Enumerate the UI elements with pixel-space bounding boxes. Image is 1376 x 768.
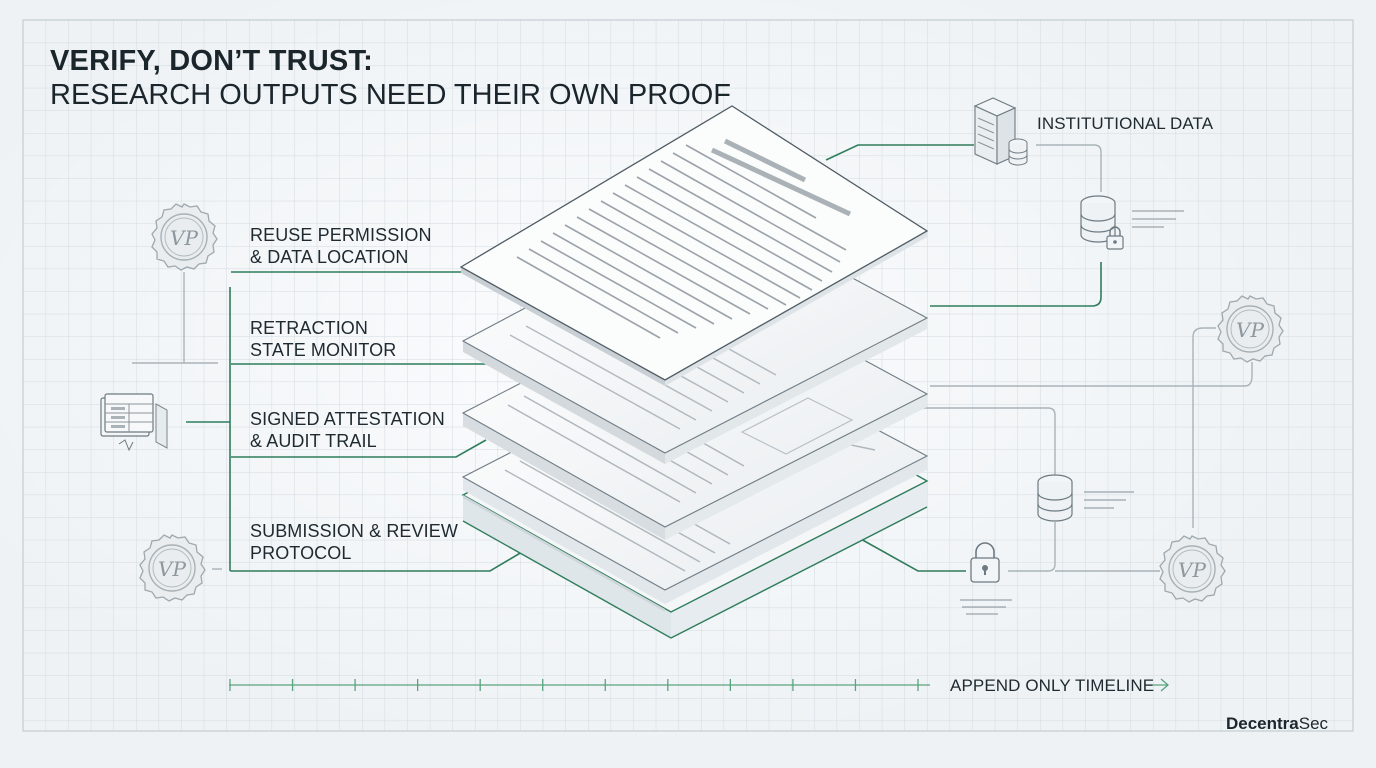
label-line: RETRACTION (250, 318, 368, 338)
timeline-label: APPEND ONLY TIMELINE (950, 676, 1155, 695)
timeline-ticks (229, 679, 919, 691)
server-icon (973, 97, 1028, 166)
title-line-2: RESEARCH OUTPUTS NEED THEIR OWN PROOF (50, 79, 732, 111)
data-lines-decoration (1084, 491, 1134, 509)
brand-regular: Sec (1298, 714, 1329, 733)
left-gray-connectors (132, 272, 222, 570)
seal-text: VP (158, 557, 186, 581)
seal-icon: VP (1159, 535, 1226, 603)
document-stack-icon (100, 393, 168, 452)
seal-icon: VP (1217, 295, 1284, 363)
frame-border (22, 19, 1354, 732)
data-lines-decoration (960, 599, 1012, 615)
label-line: REUSE PERMISSION (250, 225, 432, 245)
left-connectors (186, 271, 523, 572)
label-line: SIGNED ATTESTATION (250, 409, 445, 429)
label-submission-review: SUBMISSION & REVIEW PROTOCOL (250, 520, 458, 564)
label-line: SUBMISSION & REVIEW (250, 521, 458, 541)
document-stack (459, 105, 929, 639)
label-line: STATE MONITOR (250, 340, 397, 360)
database-icon (1037, 474, 1073, 522)
right-green-connectors (825, 144, 1102, 572)
label-signed-attestation: SIGNED ATTESTATION & AUDIT TRAIL (250, 408, 445, 452)
timeline (229, 678, 1169, 692)
lock-icon (1106, 226, 1124, 250)
diagram-title: VERIFY, DON’T TRUST: RESEARCH OUTPUTS NE… (50, 44, 731, 112)
label-institutional-data: INSTITUTIONAL DATA (1037, 114, 1214, 133)
label-line: & DATA LOCATION (250, 247, 409, 267)
brand-logo: DecentraSec (1226, 714, 1328, 734)
seal-icon: VP (139, 534, 206, 602)
timeline-arrow-icon (1146, 678, 1169, 692)
seal-text: VP (1236, 318, 1264, 342)
layer-top-document (459, 105, 929, 386)
lock-icon (970, 542, 1000, 583)
right-gray-connectors (896, 144, 1253, 572)
label-reuse-permission: REUSE PERMISSION & DATA LOCATION (250, 224, 432, 268)
seal-text: VP (170, 226, 198, 250)
label-line: PROTOCOL (250, 543, 352, 563)
label-retraction-monitor: RETRACTION STATE MONITOR (250, 317, 396, 361)
seal-icon: VP (151, 203, 218, 271)
title-line-1: VERIFY, DON’T TRUST: (50, 45, 374, 77)
brand-bold: Decentra (1226, 714, 1299, 733)
data-lines-decoration (1132, 210, 1184, 228)
seal-text: VP (1178, 558, 1206, 582)
label-line: & AUDIT TRAIL (250, 431, 377, 451)
